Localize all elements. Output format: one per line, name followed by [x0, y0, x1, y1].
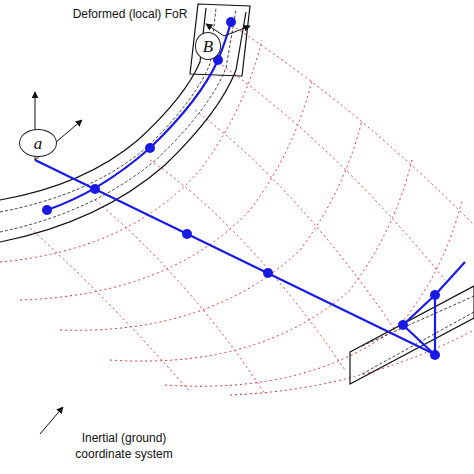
beam-elements [35, 22, 465, 355]
surface-grid [0, 28, 474, 395]
point-letter: a [34, 135, 43, 152]
point-letter: B [203, 38, 213, 55]
deformed-beam [0, 4, 250, 242]
coordinate-label: Inertial (ground) coordinate system [66, 430, 182, 462]
root-section [350, 286, 474, 384]
ellipse-marker: a [19, 129, 57, 157]
frame-axes [35, 24, 250, 434]
frame-label: Deformed (local) FoR [64, 6, 196, 22]
beam-nodes [42, 17, 440, 360]
ellipse-marker: B [195, 32, 221, 60]
